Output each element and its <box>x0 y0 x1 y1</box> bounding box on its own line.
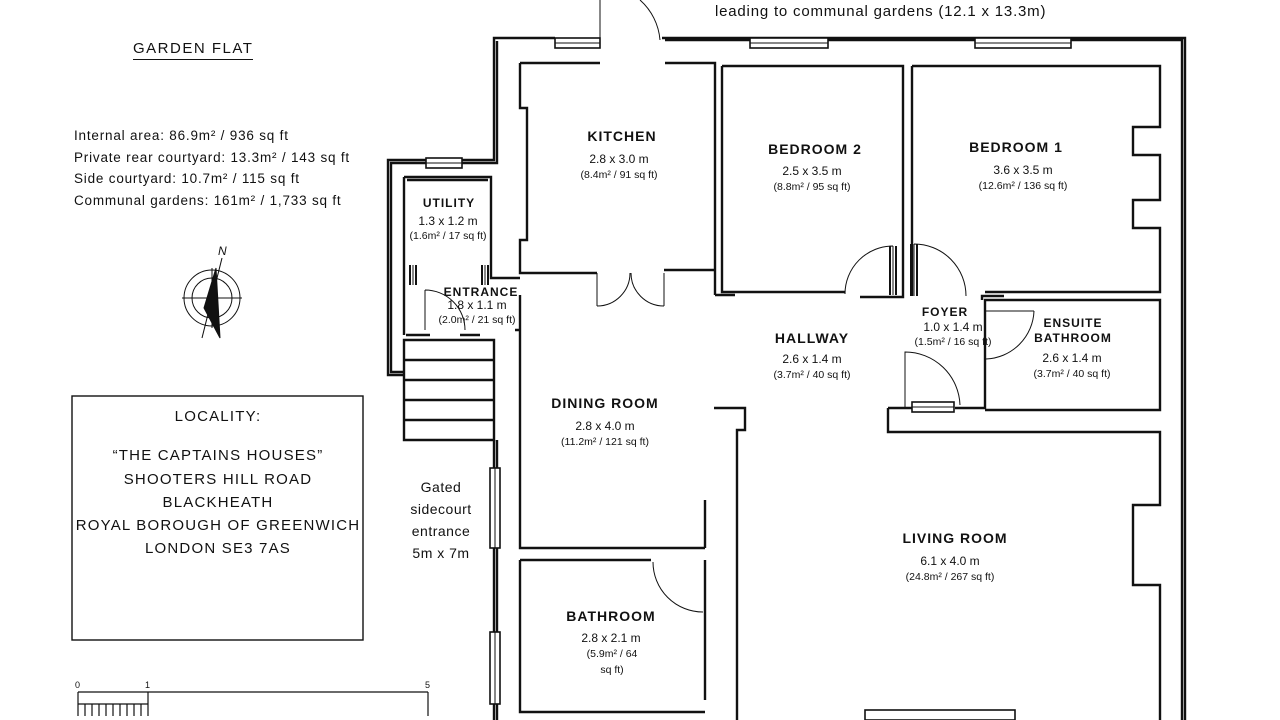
room-utility-name: UTILITY <box>422 196 476 210</box>
room-bedroom2-dims: 2.5 x 3.5 m <box>782 164 842 178</box>
room-ensuite-dims: 2.6 x 1.4 m <box>1042 351 1102 365</box>
compass-icon <box>182 257 242 339</box>
room-utility-dims: 1.3 x 1.2 m <box>418 214 478 228</box>
locality-frame <box>71 395 364 641</box>
page-title: GARDEN FLAT <box>133 40 254 60</box>
scale-label-0: 0 <box>75 680 81 690</box>
bathroom-wall <box>518 558 705 714</box>
foyer-wall <box>888 298 1162 412</box>
room-ensuite-name: ENSUITE <box>1043 316 1103 330</box>
gated-note-line: sidecourt <box>410 501 472 517</box>
room-bathroom-name: BATHROOM <box>566 608 656 624</box>
room-bathroom-area: (5.9m² / 64 <box>586 648 638 660</box>
stat-rear-courtyard: Private rear courtyard: 13.3m² / 143 sq … <box>74 149 350 165</box>
locality-line: “THE CAPTAINS HOUSES” <box>112 447 324 464</box>
room-bathroom-dims: 2.8 x 2.1 m <box>581 631 641 645</box>
room-bedroom1-name: BEDROOM 1 <box>969 139 1063 155</box>
room-bedroom2-name: BEDROOM 2 <box>768 141 862 157</box>
entrance-wall <box>406 265 520 337</box>
stat-internal: Internal area: 86.9m² / 936 sq ft <box>74 128 289 143</box>
room-kitchen-name: KITCHEN <box>587 128 657 144</box>
ensuite-top <box>980 294 1004 300</box>
room-hallway-name: HALLWAY <box>774 330 850 346</box>
stairs <box>402 338 496 442</box>
room-bathroom-area-line2: sq ft) <box>600 664 624 676</box>
kitchen-wall <box>518 61 600 275</box>
room-bedroom2-area: (8.8m² / 95 sq ft) <box>773 181 851 193</box>
room-dining-dims: 2.8 x 4.0 m <box>575 419 635 433</box>
room-kitchen-dims: 2.8 x 3.0 m <box>589 152 649 166</box>
ensuite-door <box>985 310 1035 360</box>
room-foyer-dims: 1.0 x 1.4 m <box>923 320 983 334</box>
room-bedroom1-area: (12.6m² / 136 sq ft) <box>978 180 1068 192</box>
kitchen-bottom-wall <box>664 268 735 297</box>
room-kitchen-area: (8.4m² / 91 sq ft) <box>580 169 658 181</box>
gated-note-line: Gated <box>420 479 462 495</box>
locality-line: BLACKHEATH <box>162 494 274 511</box>
top-note: leading to communal gardens (12.1 x 13.3… <box>715 3 1047 20</box>
room-utility-area: (1.6m² / 17 sq ft) <box>409 230 487 242</box>
locality-line: SHOOTERS HILL ROAD <box>123 471 313 488</box>
exterior-wall-outer-right <box>662 36 1187 720</box>
kitchen-right-wall <box>665 61 717 295</box>
compass-label: N <box>218 244 227 258</box>
room-living-area: (24.8m² / 267 sq ft) <box>905 571 995 583</box>
room-dining-name: DINING ROOM <box>551 395 659 411</box>
room-hallway-area: (3.7m² / 40 sq ft) <box>773 369 851 381</box>
room-entrance-dims: 1.8 x 1.1 m <box>447 298 507 312</box>
bedroom1-door <box>913 243 967 297</box>
entrance-door <box>424 289 466 331</box>
scale-label-5: 5 <box>425 680 431 690</box>
utility-wall <box>402 175 493 335</box>
bedroom2-wall <box>720 64 905 299</box>
room-entrance-name: ENTRANCE <box>443 285 519 299</box>
kitchen-door-left <box>596 272 631 307</box>
foyer-door <box>904 351 961 408</box>
dining-wall <box>515 295 705 550</box>
stat-side-courtyard: Side courtyard: 10.7m² / 115 sq ft <box>74 171 300 186</box>
gated-note-line: 5m x 7m <box>412 545 470 561</box>
scale-bar <box>77 691 429 716</box>
room-entrance-area: (2.0m² / 21 sq ft) <box>438 314 516 326</box>
room-ensuite-area: (3.7m² / 40 sq ft) <box>1033 368 1111 380</box>
exterior-wall-inner-right <box>665 38 1184 720</box>
room-foyer-name: FOYER <box>921 305 969 319</box>
scale-label-1: 1 <box>145 680 151 690</box>
room-ensuite-name-line2: BATHROOM <box>1034 331 1112 345</box>
room-foyer-area: (1.5m² / 16 sq ft) <box>914 336 992 348</box>
kitchen-external-door <box>599 0 661 48</box>
room-dining-area: (11.2m² / 121 sq ft) <box>561 436 649 448</box>
kitchen-door-right <box>630 272 665 307</box>
gated-sidecourt-note: Gated sidecourt entrance 5m x 7m <box>410 476 471 564</box>
exterior-wall-inner-left <box>389 41 499 374</box>
locality-line: LONDON SE3 7AS <box>144 540 292 557</box>
area-stats: Internal area: 86.9m² / 936 sq ft Privat… <box>74 125 350 211</box>
room-living-name: LIVING ROOM <box>902 530 1008 546</box>
hall-living-wall <box>714 406 747 720</box>
locality-heading: LOCALITY: <box>174 408 262 425</box>
room-bedroom1-dims: 3.6 x 3.5 m <box>993 163 1053 177</box>
living-window <box>864 709 1016 720</box>
stat-communal-gardens: Communal gardens: 161m² / 1,733 sq ft <box>74 192 342 208</box>
room-hallway-dims: 2.6 x 1.4 m <box>782 352 842 366</box>
living-top-wall <box>886 408 1162 720</box>
bedroom2-door <box>844 245 894 295</box>
gated-note-line: entrance <box>411 523 471 539</box>
bathroom-door <box>652 561 706 613</box>
locality-line: ROYAL BOROUGH OF GREENWICH <box>75 517 361 534</box>
room-living-dims: 6.1 x 4.0 m <box>920 554 980 568</box>
